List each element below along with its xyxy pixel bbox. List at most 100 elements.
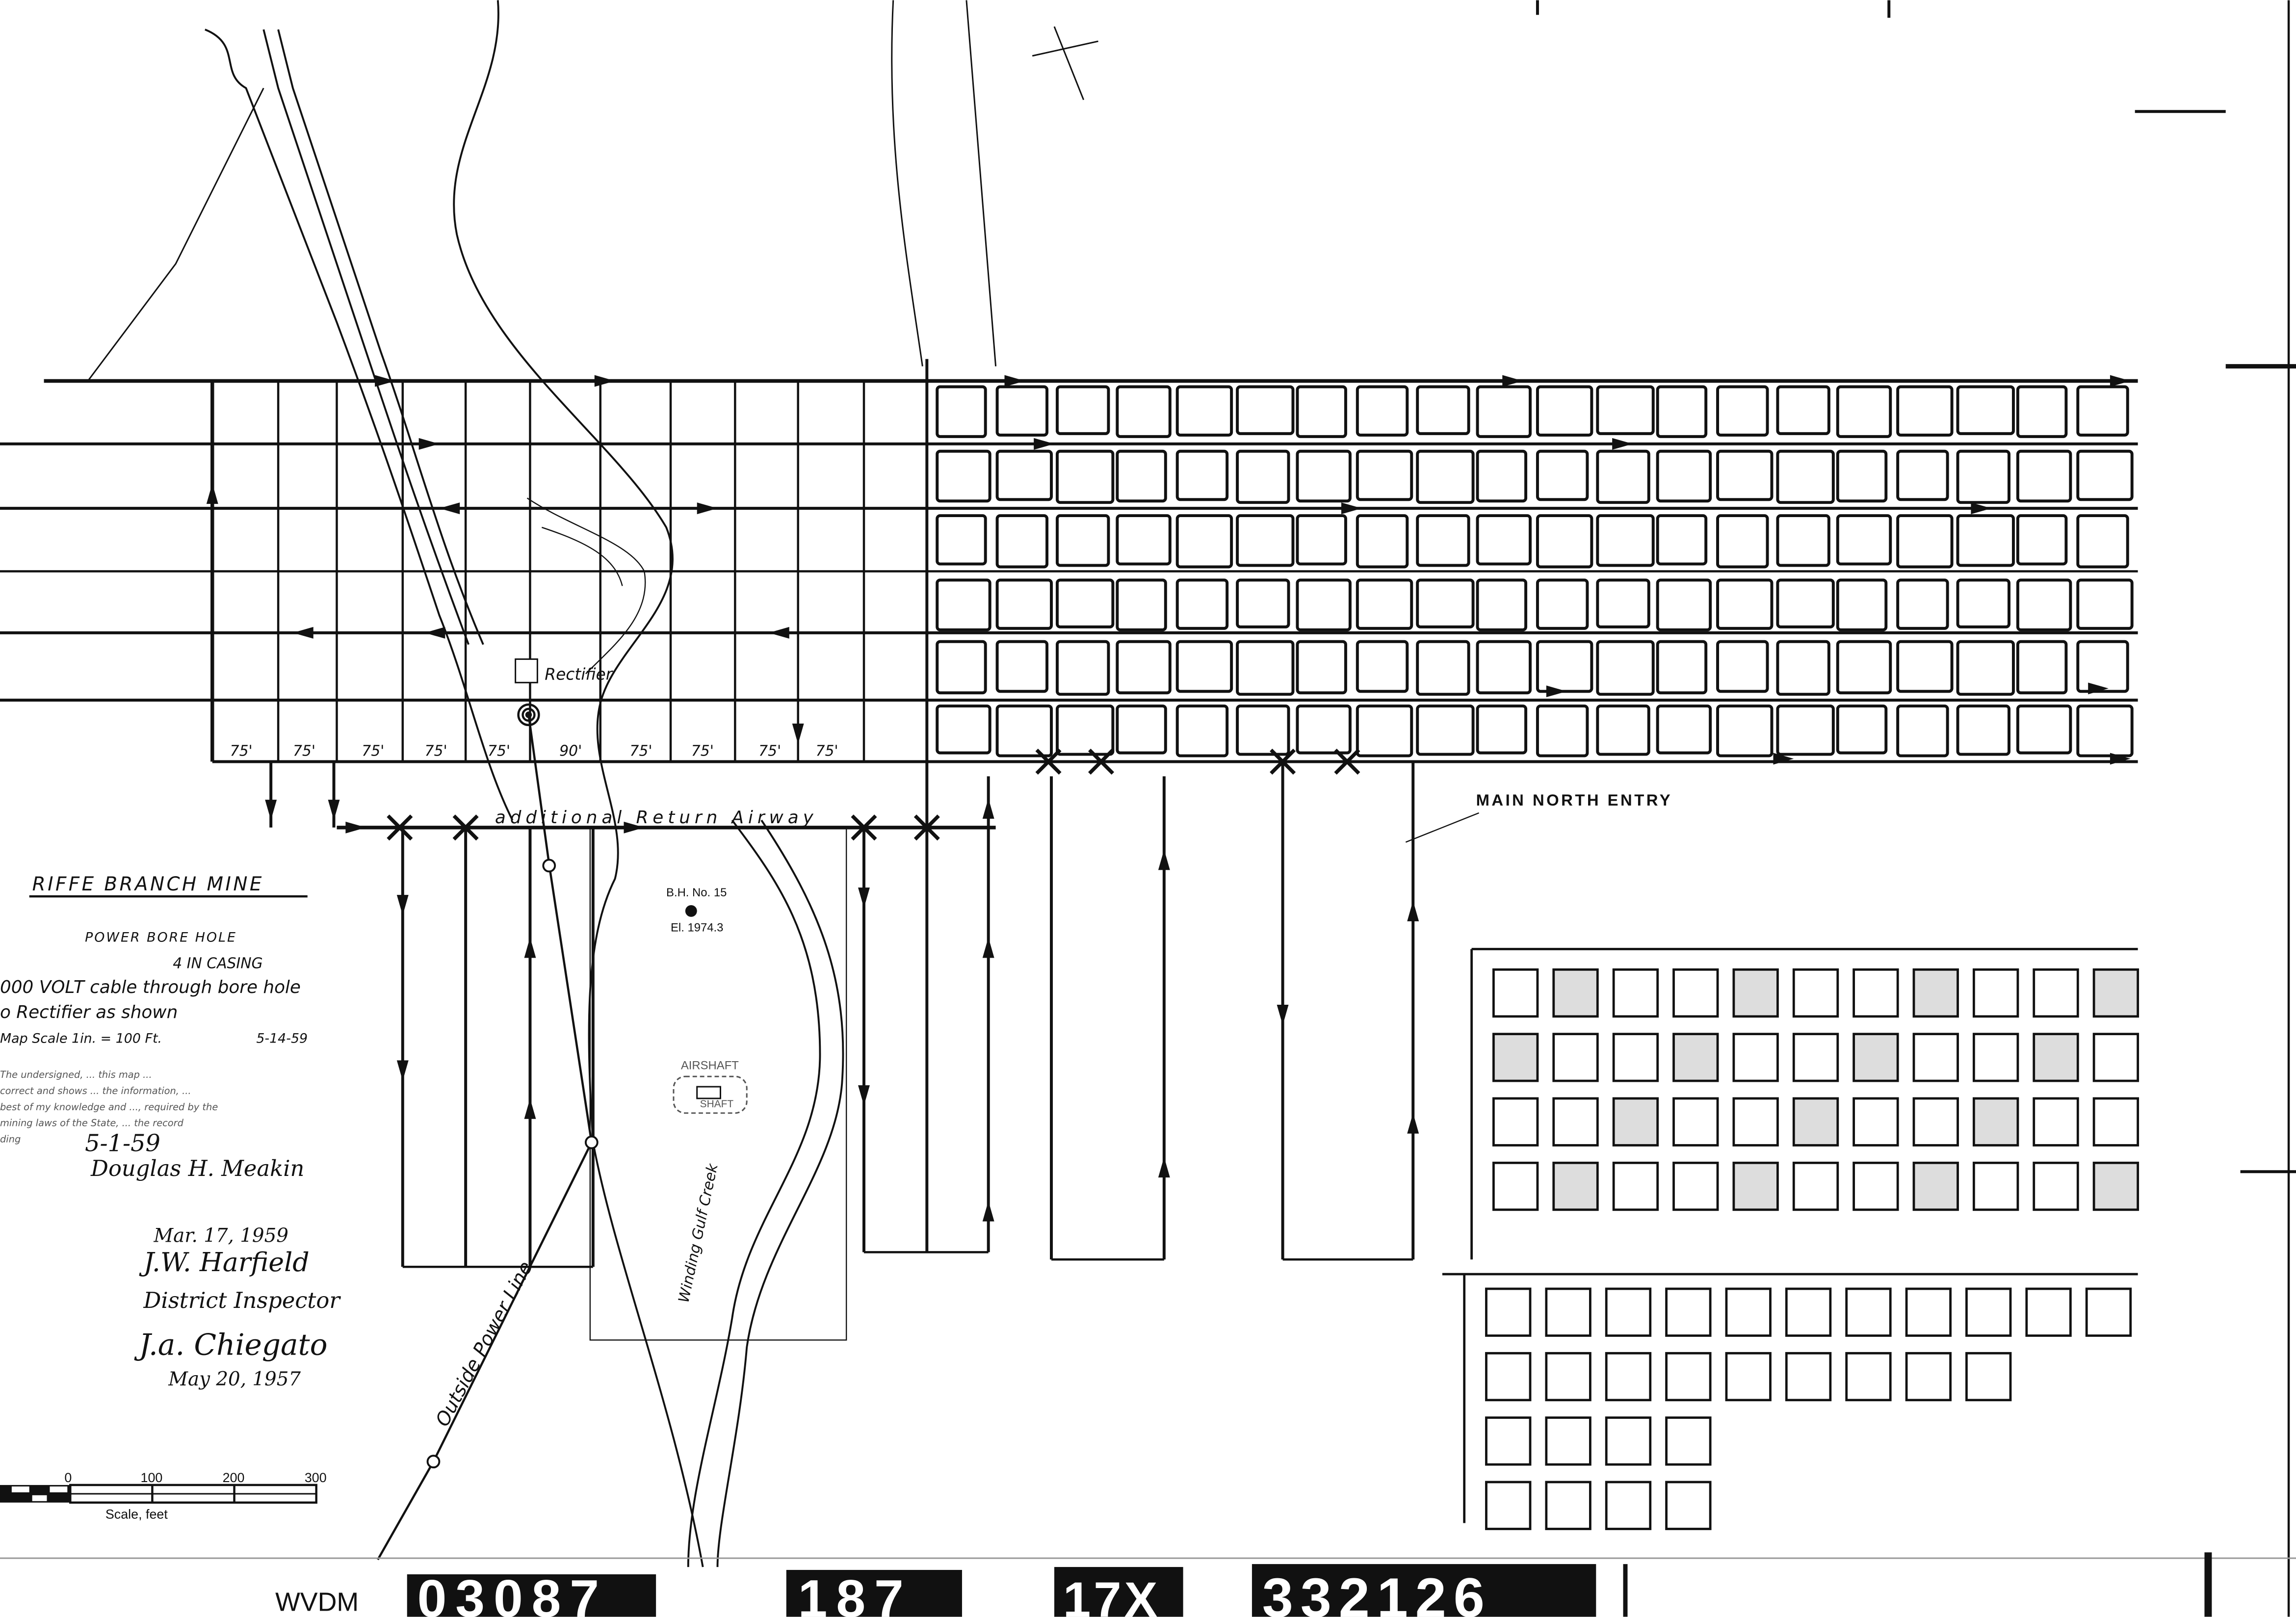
spacing-label: 75' — [425, 743, 447, 760]
pillar — [1836, 514, 1892, 566]
scale-tick-300: 300 — [305, 1470, 327, 1485]
pillar — [995, 385, 1049, 437]
arrow-icon — [524, 1098, 536, 1119]
pillar — [1175, 514, 1233, 569]
pillar — [1656, 385, 1708, 438]
certification-text: The undersigned, ... this map ...correct… — [0, 1069, 218, 1145]
arrow-icon — [439, 502, 460, 515]
pillar — [1672, 1097, 1719, 1147]
pillar — [1536, 449, 1589, 501]
pillar — [1845, 1287, 1892, 1337]
arrow-icon — [524, 937, 536, 958]
pillar — [1896, 514, 1954, 569]
arrow-icon — [982, 798, 994, 819]
approval-date-2: May 20, 1957 — [168, 1368, 301, 1390]
pillar — [1116, 514, 1172, 566]
pillar — [1536, 704, 1589, 757]
pillar — [1716, 514, 1769, 569]
pillar — [1356, 704, 1413, 757]
pillar — [2092, 1033, 2139, 1082]
arrow-icon — [594, 375, 615, 387]
archive-strip: WVDM 03087 187 17X 332126 — [0, 1552, 2296, 1617]
pillar — [2076, 704, 2134, 757]
approval-title-1: District Inspector — [143, 1287, 341, 1313]
pillar — [936, 640, 987, 695]
pillar — [2025, 1287, 2072, 1337]
pillar — [1716, 449, 1774, 501]
arrow-icon — [1407, 901, 1419, 921]
pillar — [1836, 385, 1892, 438]
pillar — [936, 514, 987, 566]
pillar — [1116, 578, 1167, 631]
pillar — [1656, 449, 1712, 503]
pillar — [1552, 1033, 1599, 1082]
pillar — [1485, 1287, 1532, 1337]
arrow-icon — [1502, 375, 1523, 387]
pillar — [1236, 578, 1290, 628]
pillar — [1605, 1416, 1652, 1466]
old-workings — [1442, 948, 2139, 1530]
pillar — [1836, 640, 1892, 695]
pillar — [1055, 704, 1115, 756]
title-date: 5-14-59 — [256, 1031, 308, 1046]
arrow-icon — [396, 895, 409, 915]
pillar — [936, 449, 991, 503]
pillar — [1356, 578, 1413, 630]
pillar — [1905, 1352, 1952, 1402]
arrow-icon — [345, 821, 366, 834]
pillar — [1896, 385, 1954, 437]
arrow-icon — [1971, 502, 1992, 515]
pillar — [1845, 1352, 1892, 1402]
certification-line: best of my knowledge and ..., required b… — [0, 1101, 218, 1113]
pillar — [1596, 578, 1650, 628]
overcast-x-icon — [913, 814, 940, 841]
spacing-label: 75' — [293, 743, 315, 760]
spacing-label: 75' — [362, 743, 384, 760]
archive-code-2: 187 — [798, 1569, 913, 1617]
pillar — [1852, 1097, 1899, 1147]
pillar — [1912, 1097, 1959, 1147]
approval-signature-2: J.a. Chiegato — [134, 1328, 328, 1362]
arrow-icon — [328, 800, 340, 820]
pillar — [1956, 640, 2015, 696]
shaft-symbol — [673, 1075, 748, 1114]
approvals: Mar. 17, 1959 J.W. Harfield District Ins… — [134, 1225, 341, 1390]
pillar — [995, 704, 1053, 757]
pillar — [1552, 1161, 1599, 1211]
main-north-entry-label: MAIN NORTH ENTRY — [1476, 791, 1673, 809]
arrow-icon — [768, 626, 789, 639]
title-block: RIFFE BRANCH MINE POWER BORE HOLE 4 IN C… — [0, 873, 308, 1181]
mine-name: RIFFE BRANCH MINE — [32, 873, 264, 895]
pillar — [1175, 704, 1229, 757]
title-line-1: POWER BORE HOLE — [85, 930, 237, 945]
pillar — [2076, 385, 2129, 437]
certification-date: 5-1-59 — [85, 1130, 160, 1157]
pillar — [1476, 640, 1532, 695]
pillar — [1055, 640, 1110, 696]
pillar — [1656, 514, 1708, 566]
shaft-label-top: AIRSHAFT — [681, 1059, 739, 1072]
pillar — [1596, 704, 1650, 756]
pillar — [1836, 704, 1888, 755]
pillar — [1545, 1481, 1592, 1530]
pillar — [1656, 578, 1712, 631]
title-line-2: 4 IN CASING — [173, 955, 262, 972]
aircourse-label: additional Return Airway — [495, 808, 818, 828]
pillar — [1492, 1161, 1539, 1211]
archive-prefix: WVDM — [275, 1588, 359, 1617]
pillar — [1596, 640, 1655, 696]
pillar — [1965, 1287, 2012, 1337]
pillar — [1896, 704, 1949, 757]
pillar — [1116, 385, 1172, 438]
pillar — [1672, 968, 1719, 1018]
arrow-icon — [1277, 1004, 1289, 1025]
pillar — [1116, 704, 1167, 755]
pillar — [995, 449, 1053, 501]
shaft-label-bottom: SHAFT — [700, 1098, 734, 1110]
pillar — [2033, 968, 2079, 1018]
pillar — [936, 385, 987, 438]
frame-marks — [1032, 0, 2296, 1617]
arrow-icon — [982, 1200, 994, 1222]
spacing-label: 75' — [629, 743, 652, 760]
arrow-icon — [858, 1085, 870, 1106]
